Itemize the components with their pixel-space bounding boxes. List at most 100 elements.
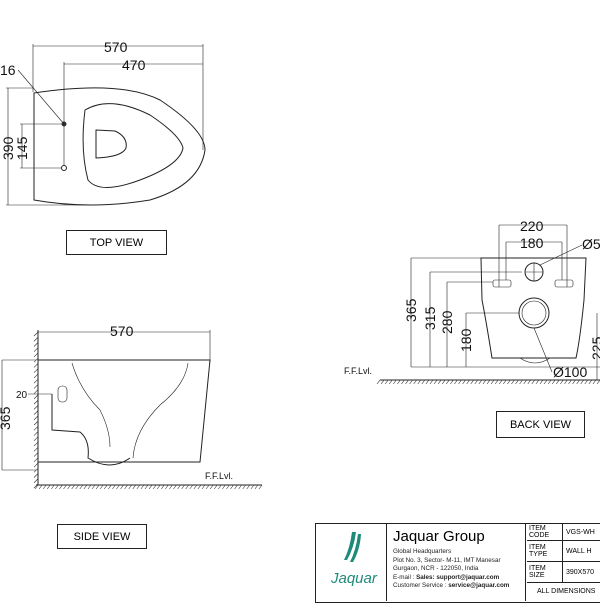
floor-hatch <box>380 379 385 385</box>
floor-hatch <box>59 484 63 490</box>
floor-hatch <box>161 484 165 490</box>
wall-hatch <box>33 331 39 337</box>
floor-hatch <box>433 379 438 385</box>
floor-hatch <box>519 379 523 385</box>
wall-hatch <box>33 447 39 452</box>
service-line: Customer Service : service@jaquar.com <box>393 582 510 589</box>
wall-hatch <box>33 352 39 358</box>
dim-h225: 225 <box>589 336 600 360</box>
floor-hatch <box>515 379 519 385</box>
back-view-label: BACK VIEW <box>496 411 585 438</box>
wall-hatch <box>33 452 39 457</box>
floor-hatch <box>409 379 413 385</box>
floor-hatch <box>197 484 202 490</box>
floor-hatch <box>503 379 507 385</box>
floor-hatch <box>576 379 580 385</box>
floor-hatch <box>437 379 442 385</box>
side-view-drawing: 570 365 20 F.F.Lvl. <box>0 323 262 486</box>
floor-hatch <box>67 484 71 490</box>
floor-hatch <box>592 379 597 385</box>
address-line: Global Headquarters <box>393 548 452 555</box>
address-line: Plot No. 3, Sector- M-11, IMT Manesar <box>393 556 501 564</box>
floor-hatch <box>222 484 226 490</box>
floor-hatch <box>454 379 458 385</box>
floor-hatch <box>213 484 218 490</box>
floor-hatch <box>169 484 173 490</box>
wall-hatch <box>33 426 39 431</box>
wall-hatch <box>33 342 39 347</box>
wall-hatch <box>33 389 39 394</box>
wall-hatch <box>33 457 39 463</box>
floor-hatch <box>242 484 246 490</box>
email-link[interactable]: Sales: support@jaquar.com <box>416 573 500 581</box>
floor-level-label: F.F.Lvl. <box>344 366 372 376</box>
floor-hatch <box>124 484 128 490</box>
floor-hatch <box>108 484 112 490</box>
floor-hatch <box>144 484 149 490</box>
floor-hatch <box>397 379 401 385</box>
floor-hatch <box>95 484 100 490</box>
floor-hatch <box>83 484 88 490</box>
floor-hatch <box>51 484 55 490</box>
floor-hatch <box>46 484 51 490</box>
floor-hatch <box>75 484 79 490</box>
wall-hatch <box>33 462 39 468</box>
company-info: Jaquar Group Global Headquarters Plot No… <box>387 524 526 601</box>
floor-hatch <box>393 379 397 385</box>
floor-hatch <box>132 484 136 490</box>
floor-hatch <box>189 484 194 490</box>
dim-h280: 280 <box>439 310 455 334</box>
floor-hatch <box>79 484 84 490</box>
wall-hatch <box>33 473 39 478</box>
wall-hatch <box>33 373 39 379</box>
fixing-hole <box>61 165 67 171</box>
floor-hatch <box>470 379 474 385</box>
floor-hatch <box>376 379 381 385</box>
floor-hatch <box>38 484 43 490</box>
floor-hatch <box>490 379 495 385</box>
floor-hatch <box>136 484 141 490</box>
wall-hatch <box>33 337 39 342</box>
floor-hatch <box>173 484 177 490</box>
floor-hatch <box>128 484 132 490</box>
floor-hatch <box>588 379 593 385</box>
floor-hatch <box>181 484 185 490</box>
dim-h365: 365 <box>403 298 419 322</box>
jaquar-logo: Jaquar <box>330 532 378 587</box>
floor-hatch <box>450 379 454 385</box>
floor-level-label: F.F.Lvl. <box>205 471 233 481</box>
dim-inlet: 20 <box>16 390 28 401</box>
service-email-link[interactable]: service@jaquar.com <box>448 582 510 589</box>
floor-hatch <box>71 484 75 490</box>
floor-hatch <box>458 379 462 385</box>
floor-hatch <box>507 379 511 385</box>
floor-hatch <box>205 484 210 490</box>
floor-hatch <box>156 484 161 490</box>
floor-hatch <box>466 379 470 385</box>
floor-hatch <box>177 484 181 490</box>
floor-hatch <box>254 484 259 490</box>
floor-hatch <box>478 379 483 385</box>
wall-hatch <box>33 394 39 400</box>
top-view-label: TOP VIEW <box>66 230 167 255</box>
email-line: E-mail : Sales: support@jaquar.com <box>393 573 500 581</box>
floor-hatch <box>446 379 450 385</box>
dimension-note: ALL DIMENSIONS <box>537 587 596 595</box>
wall-hatch <box>33 368 39 373</box>
dim-outer-spacing: 220 <box>520 218 544 234</box>
floor-hatch <box>560 379 564 385</box>
floor-hatch <box>87 484 92 490</box>
wall-hatch <box>33 410 39 415</box>
logo-cell <box>316 524 387 601</box>
dim-top-rim: 470 <box>122 57 146 73</box>
wall-hatch <box>33 415 39 421</box>
dim-side-height: 365 <box>0 406 13 430</box>
side-view-label: SIDE VIEW <box>57 524 147 549</box>
floor-hatch <box>462 379 466 385</box>
floor-hatch <box>547 379 552 385</box>
floor-hatch <box>226 484 230 490</box>
floor-hatch <box>482 379 487 385</box>
floor-hatch <box>556 379 560 385</box>
wall-hatch <box>33 405 39 410</box>
